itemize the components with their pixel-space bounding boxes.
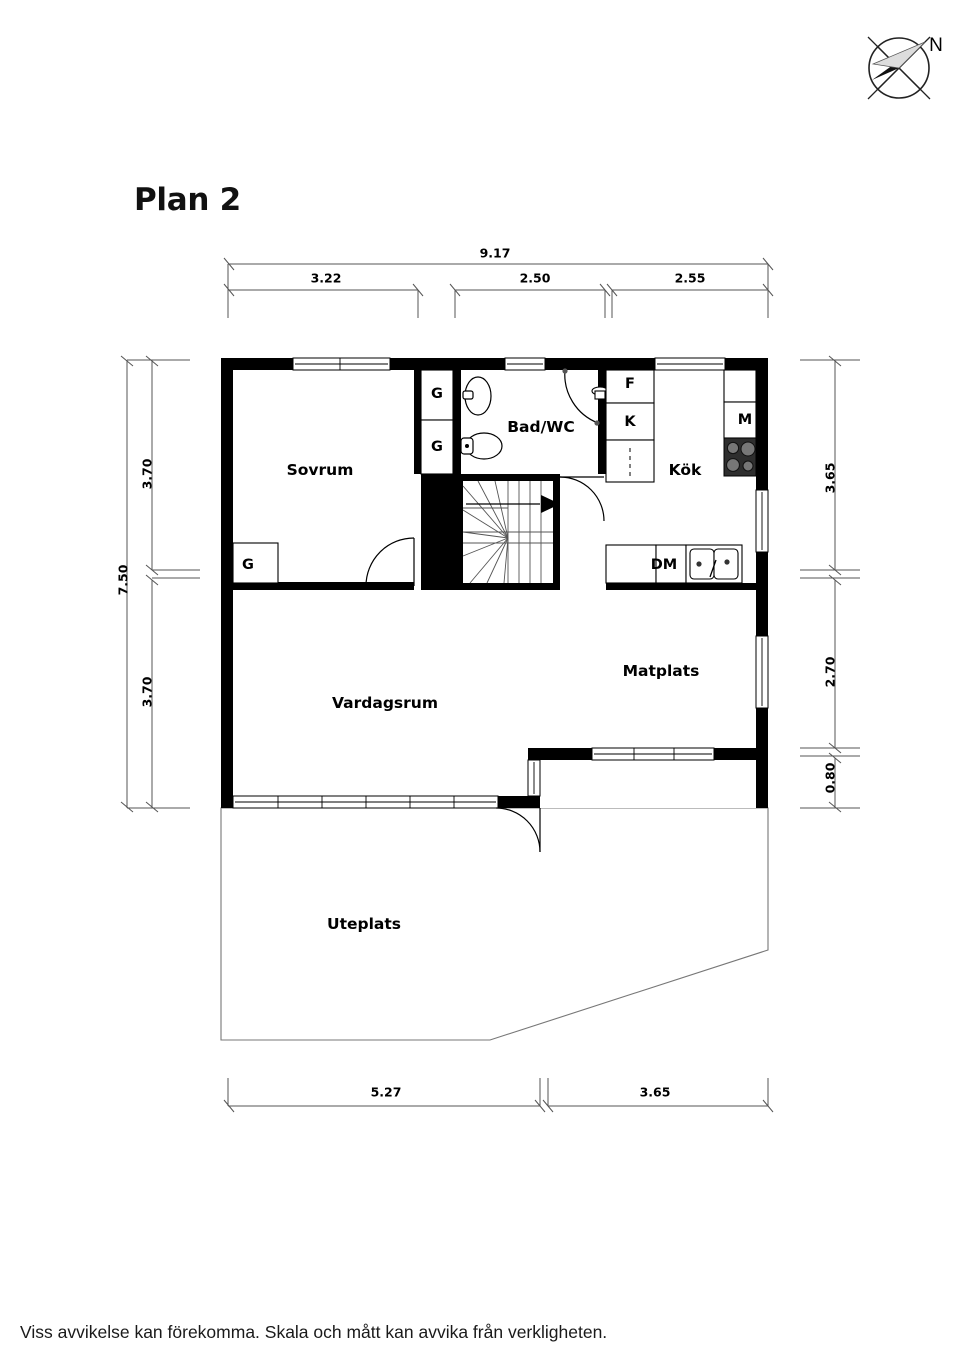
dimension-label-bottom-1: 5.27 xyxy=(370,1084,402,1100)
freezer-label: K xyxy=(624,414,636,430)
page-title: Plan 2 xyxy=(134,182,241,218)
door-stair-landing xyxy=(559,476,605,522)
dimension-label-top-3: 2.55 xyxy=(674,270,706,286)
kitchen-column-right xyxy=(723,369,757,439)
fridge-label: F xyxy=(625,376,635,392)
door-patio xyxy=(495,807,541,853)
dimension-label-left-1: 3.70 xyxy=(139,458,155,490)
stove-icon xyxy=(723,437,757,477)
interior-walls xyxy=(233,370,756,590)
closet-label-bedroom-ne-1: G xyxy=(431,386,443,402)
room-label-matplats: Matplats xyxy=(622,662,700,680)
stair-direction-arrow xyxy=(466,495,560,513)
disclaimer-text: Viss avvikelse kan förekomma. Skala och … xyxy=(20,1322,608,1342)
dimension-label-left-overall: 7.50 xyxy=(115,564,131,596)
room-label-sovrum: Sovrum xyxy=(286,461,354,479)
dimension-label-top-overall: 9.17 xyxy=(479,245,511,261)
window-vardagsrum-south xyxy=(232,795,499,809)
dimension-label-right-2: 2.70 xyxy=(822,656,838,688)
window-top-badwc xyxy=(504,357,546,371)
dishwasher-label: DM xyxy=(650,557,678,573)
dimension-label-right-1: 3.65 xyxy=(822,462,838,494)
dimension-right xyxy=(800,355,860,813)
toilet-icon xyxy=(460,432,503,460)
closet-label-bedroom-sw: G xyxy=(242,557,254,573)
window-matplats-south xyxy=(591,747,715,761)
room-label-kok: Kök xyxy=(668,461,702,479)
microwave-label: M xyxy=(737,412,753,428)
washbasin-icon xyxy=(462,376,492,416)
room-label-uteplats: Uteplats xyxy=(326,915,402,933)
dimension-label-bottom-2: 3.65 xyxy=(639,1084,671,1100)
sink-icon xyxy=(689,548,739,580)
closet-bedroom-sw-box xyxy=(232,542,279,584)
dimension-top xyxy=(223,257,774,318)
door-sovrum xyxy=(365,537,415,587)
window-right-kok xyxy=(755,489,769,553)
window-top-kok xyxy=(654,357,726,371)
dimension-bottom xyxy=(223,1078,774,1113)
dimension-label-left-2: 3.70 xyxy=(139,676,155,708)
compass-north-label: N xyxy=(929,35,943,56)
closet-label-bedroom-ne-2: G xyxy=(431,439,443,455)
uteplats-outline xyxy=(220,807,769,1041)
room-label-vardagsrum: Vardagsrum xyxy=(332,694,438,712)
dimension-left xyxy=(120,355,200,813)
closet-group-bedroom-ne xyxy=(420,369,454,475)
dimension-label-top-2: 2.50 xyxy=(519,270,551,286)
room-label-badwc: Bad/WC xyxy=(507,418,575,436)
dimension-label-right-3: 0.80 xyxy=(822,762,838,794)
staircase xyxy=(462,480,560,584)
window-right-matplats xyxy=(755,635,769,709)
window-step-vertical xyxy=(527,759,541,797)
window-top-sovrum xyxy=(292,357,391,371)
dimension-label-top-1: 3.22 xyxy=(310,270,342,286)
compass-rose-icon xyxy=(867,36,931,100)
